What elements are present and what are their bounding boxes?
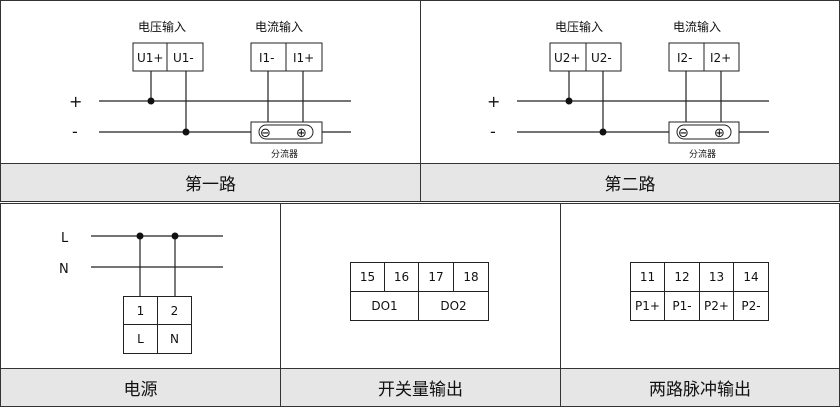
power-terminal-number: 1: [123, 296, 158, 325]
terminal-u1-minus: [166, 42, 204, 72]
current-input-label: 电流输入: [673, 19, 721, 34]
channel2-caption: 第二路: [421, 163, 839, 201]
pulse-terminal-number: 12: [664, 262, 700, 292]
pulse-terminal-number: 11: [630, 262, 665, 292]
terminal-label: I2-: [677, 51, 693, 65]
terminal-u1-plus: [132, 42, 168, 72]
shunt-plus-symbol: ⊕: [714, 126, 725, 141]
switch-terminal-number: 17: [418, 262, 454, 292]
switch-terminal-number: 15: [350, 262, 385, 292]
channel2-panel: 电压输入 电流输入 U2+ U2- I2- I2+ + - ⊖ ⊕ 分流器 第二…: [420, 0, 840, 202]
terminal-label: I1-: [259, 51, 275, 65]
terminal-label: U2-: [591, 51, 612, 65]
power-panel: L N 1 2 L N 电源: [0, 203, 281, 407]
pulse-output-label: P1-: [664, 291, 700, 321]
terminal-i1-plus: [285, 42, 323, 72]
channel1-panel: 电压输入 电流输入 U1+ U1- I1- I1+ + - ⊖ ⊕ 分流器 第一…: [0, 0, 421, 202]
channel2-wiring-diagram: 电压输入 电流输入 U2+ U2- I2- I2+ + - ⊖ ⊕ 分流器: [487, 19, 769, 160]
voltage-input-label: 电压输入: [555, 19, 603, 34]
pulse-output-label: P2-: [733, 291, 769, 321]
terminal-i1-minus: [250, 42, 287, 72]
plus-symbol: +: [69, 92, 82, 111]
terminal-i2-plus: [703, 42, 740, 72]
terminal-label: U1-: [173, 51, 194, 65]
shunt-body: [258, 124, 314, 140]
pulse-output-label: P2+: [699, 291, 734, 321]
line-l-label: L: [61, 231, 69, 246]
switch-output-panel: 15 16 17 18 DO1 DO2 开关量输出: [280, 203, 561, 407]
junction-dot: [599, 128, 607, 136]
junction-dot: [136, 232, 144, 240]
power-terminal-number: 2: [157, 296, 192, 325]
minus-symbol: -: [490, 122, 496, 141]
minus-symbol: -: [72, 122, 78, 141]
switch-output-caption: 开关量输出: [281, 368, 560, 406]
switch-terminal-number: 18: [453, 262, 489, 292]
shunt-body: [676, 124, 732, 140]
pulse-terminal-number: 14: [733, 262, 769, 292]
shunt-minus-symbol: ⊖: [260, 126, 271, 141]
junction-dot: [565, 97, 573, 105]
shunt-minus-symbol: ⊖: [678, 126, 689, 141]
junction-dot: [147, 97, 155, 105]
terminal-label: I2+: [710, 51, 731, 65]
terminal-label: I1+: [293, 51, 314, 65]
pulse-output-label: P1+: [630, 291, 665, 321]
channel1-wiring-diagram: 电压输入 电流输入 U1+ U1- I1- I1+ + - ⊖ ⊕ 分流器: [69, 19, 351, 160]
switch-terminal-number: 16: [384, 262, 419, 292]
terminal-label: U1+: [137, 51, 163, 65]
switch-output-label: DO1: [350, 291, 419, 321]
line-n-label: N: [59, 262, 69, 277]
pulse-terminal-number: 13: [699, 262, 734, 292]
shunt-label: 分流器: [271, 148, 298, 160]
power-terminal-label: L: [123, 324, 158, 354]
channel1-caption: 第一路: [1, 163, 420, 201]
power-terminal-label: N: [157, 324, 192, 354]
current-input-label: 电流输入: [255, 19, 303, 34]
shunt-plus-symbol: ⊕: [296, 126, 307, 141]
junction-dot: [182, 128, 190, 136]
pulse-output-caption: 两路脉冲输出: [561, 368, 839, 406]
pulse-output-panel: 11 12 13 14 P1+ P1- P2+ P2- 两路脉冲输出: [560, 203, 840, 407]
power-caption: 电源: [1, 368, 280, 406]
switch-output-label: DO2: [418, 291, 489, 321]
voltage-input-label: 电压输入: [138, 19, 186, 34]
terminal-label: U2+: [554, 51, 580, 65]
power-wiring-diagram: L N: [59, 231, 223, 296]
junction-dot: [171, 232, 179, 240]
plus-symbol: +: [487, 92, 500, 111]
shunt-label: 分流器: [689, 148, 716, 160]
terminal-u2-plus: [549, 42, 587, 72]
